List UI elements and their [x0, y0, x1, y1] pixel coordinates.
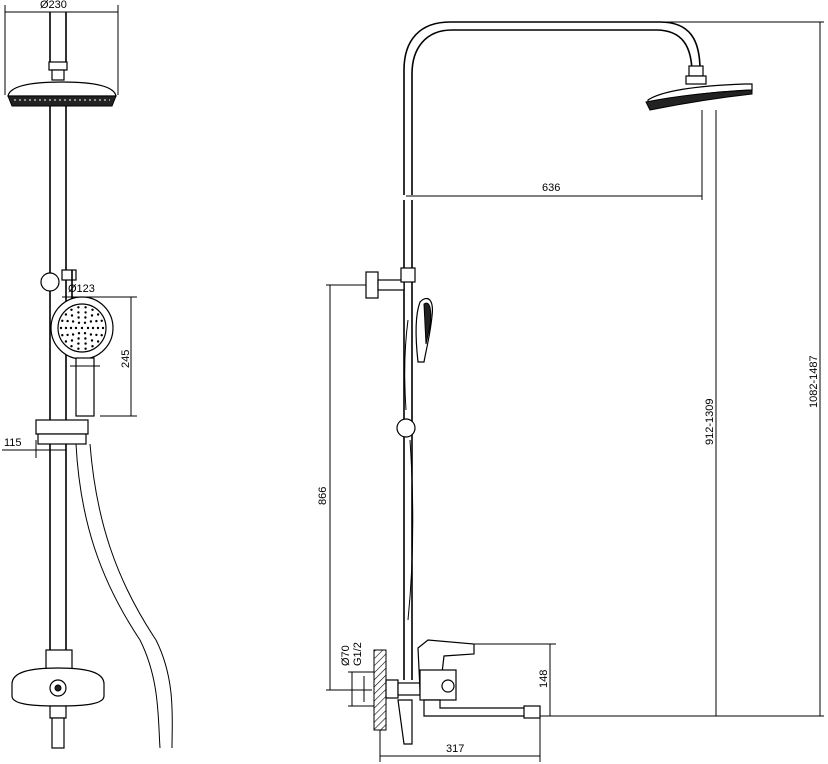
- nozzle-dot: [84, 306, 87, 309]
- nozzle-dot: [71, 320, 75, 323]
- riser-arm: [403, 21, 707, 195]
- nozzle-dot: [86, 326, 90, 330]
- nozzle-dot: [84, 316, 87, 319]
- nozzle-dot: [64, 313, 68, 316]
- holder-height-label: 866: [317, 487, 329, 505]
- nozzle-dot: [77, 311, 80, 314]
- hose-front: [75, 443, 173, 749]
- nozzle-dot: [95, 333, 98, 337]
- nozzle-dot: [84, 337, 87, 340]
- nozzle-dot: [101, 326, 105, 330]
- arm-reach-label: 636: [542, 182, 560, 194]
- nozzle-dot: [77, 332, 81, 335]
- nozzle-dot: [77, 306, 80, 309]
- total-height-dimension: 1082-1487: [660, 21, 824, 716]
- nozzle-dot: [77, 321, 81, 324]
- hand-shower-side: [404, 297, 433, 411]
- nozzle-dot: [96, 313, 100, 316]
- nozzle-dot: [95, 319, 98, 323]
- nozzle-dot: [91, 308, 94, 311]
- nozzle-dot: [74, 326, 78, 330]
- nozzle-dot: [91, 345, 94, 348]
- nozzle-dot: [83, 321, 87, 324]
- nozzle-dot: [77, 342, 80, 345]
- nozzle-dot: [59, 326, 63, 330]
- nozzle-dot: [66, 319, 69, 323]
- head-height-dimension: 912-1309: [540, 110, 824, 717]
- mixer-side: [385, 639, 541, 745]
- mixer-dimensions: 148 317: [379, 643, 556, 762]
- wall-bracket-side: [365, 267, 416, 299]
- front-view: Ø230: [2, 0, 173, 749]
- nozzle-dot: [96, 340, 100, 343]
- nozzle-dot: [84, 347, 87, 350]
- slider-front: [40, 269, 77, 300]
- nozzle-dot: [83, 332, 87, 335]
- hose-side: [407, 439, 414, 621]
- total-height-label: 1082-1487: [808, 355, 820, 408]
- arm-reach-dimension: 636: [406, 110, 703, 200]
- nozzle-dot: [90, 339, 94, 342]
- nozzle-dot: [90, 314, 94, 317]
- nozzle-dot: [70, 339, 74, 342]
- thread-label: G1/2: [352, 642, 364, 666]
- bar-offset-label: 115: [4, 437, 22, 449]
- nozzle-dot: [84, 311, 87, 314]
- mixer-spout-label: 317: [446, 743, 464, 755]
- hand-height-label: 245: [120, 350, 132, 368]
- head-diameter-label: Ø230: [40, 0, 67, 11]
- nozzle-dot: [69, 326, 73, 330]
- nozzle-dot: [89, 320, 93, 323]
- nozzle-dot: [77, 347, 80, 350]
- hand-diameter-label: Ø123: [68, 283, 95, 295]
- head-height-label: 912-1309: [704, 399, 716, 446]
- nozzle-dot: [66, 333, 69, 337]
- nozzle-dot: [96, 326, 100, 330]
- nozzle-dot: [100, 334, 103, 337]
- side-view: 636 866: [317, 21, 824, 762]
- rain-shower-head-side: [645, 83, 753, 111]
- hand-shower-front: [50, 296, 114, 417]
- rain-shower-head-front: [7, 12, 117, 107]
- nozzle-dot: [70, 345, 73, 348]
- slider-side: [396, 418, 416, 438]
- mixer-front: [11, 649, 105, 749]
- head-width-dimension: Ø230: [4, 0, 119, 95]
- mixer-height-label: 148: [538, 670, 550, 688]
- nozzle-dot: [70, 308, 73, 311]
- flange-dimensions: Ø70 G1/2: [340, 642, 374, 707]
- nozzle-dot: [70, 314, 74, 317]
- hand-dimensions: Ø123 245: [62, 283, 137, 417]
- holder-height-dimension: 866: [317, 284, 372, 691]
- nozzle-dot: [80, 326, 84, 330]
- flange-label: Ø70: [340, 645, 352, 666]
- nozzle-dot: [84, 342, 87, 345]
- bracket-front: [35, 419, 89, 445]
- wall-hatch: [373, 649, 387, 731]
- nozzle-dot: [61, 319, 64, 322]
- vertical-bar-front: [49, 106, 67, 650]
- nozzle-dot: [64, 326, 68, 330]
- nozzle-dot: [61, 334, 64, 337]
- nozzle-dot: [89, 333, 93, 336]
- nozzle-dot: [77, 316, 80, 319]
- nozzle-dot: [77, 337, 80, 340]
- nozzle-dot: [64, 340, 68, 343]
- nozzle-dot: [91, 326, 95, 330]
- nozzle-dot: [71, 333, 75, 336]
- nozzle-dot: [100, 319, 103, 322]
- offset-dimension: 115: [2, 437, 66, 458]
